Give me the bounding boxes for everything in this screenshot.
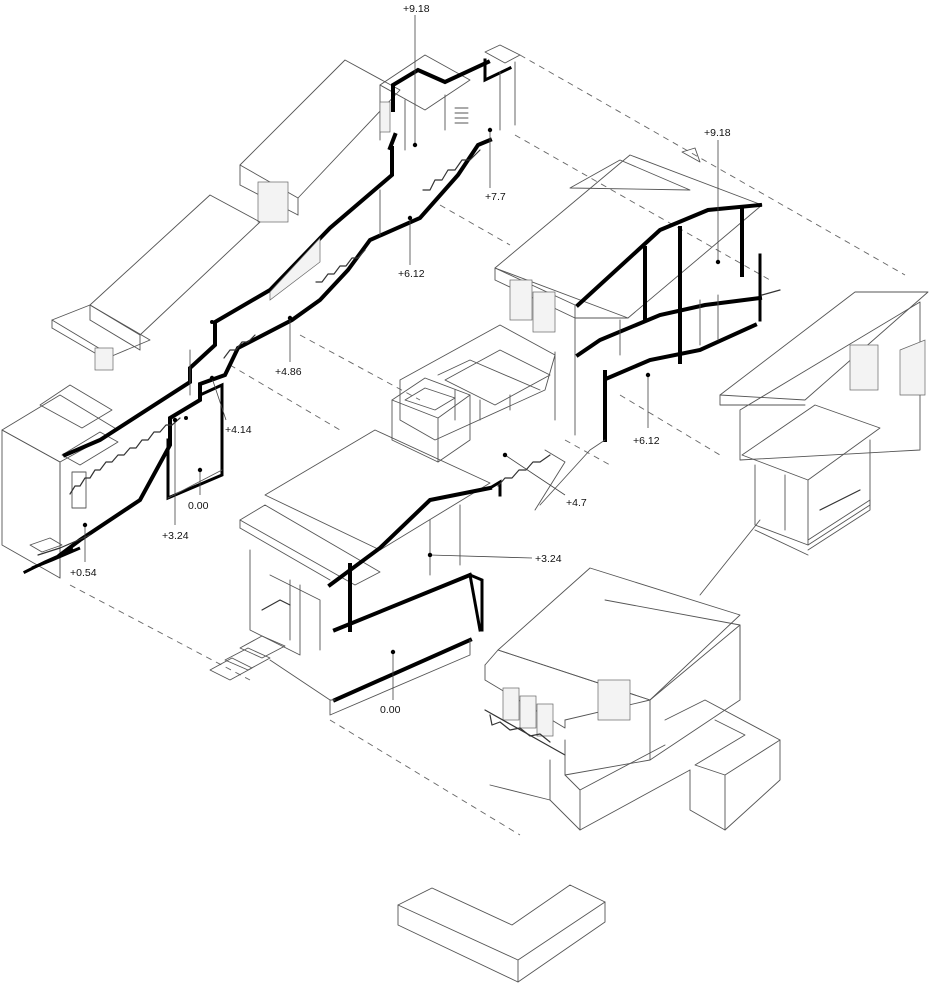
level-label-a-upper: +7.7 <box>485 191 506 203</box>
level-markers: +9.18 +7.7 +6.12 +4.86 +4.14 0.00 +3.24 … <box>70 3 731 716</box>
building-b <box>399 147 781 442</box>
building-e <box>484 567 781 831</box>
level-label-c-stair: +4.7 <box>566 497 587 509</box>
building-a <box>1 44 521 579</box>
building-c <box>209 349 606 716</box>
level-label-a-base: +0.54 <box>70 567 97 579</box>
level-label-c-floor: +3.24 <box>535 553 562 565</box>
level-label-c-zero: 0.00 <box>380 704 401 716</box>
level-label-b-top: +9.18 <box>704 127 731 139</box>
level-label-a-zero: 0.00 <box>188 500 209 512</box>
building-d <box>699 291 929 596</box>
bottom-site-block <box>397 884 606 983</box>
level-label-a-lower: +4.14 <box>225 424 252 436</box>
level-label-a-landing: +4.86 <box>275 366 302 378</box>
level-label-a-top: +9.18 <box>403 3 430 15</box>
level-label-b-mid: +6.12 <box>633 435 660 447</box>
level-label-a-entry: +3.24 <box>162 530 189 542</box>
level-label-a-mid: +6.12 <box>398 268 425 280</box>
alignment-lines <box>69 54 906 836</box>
section-points <box>184 320 507 557</box>
